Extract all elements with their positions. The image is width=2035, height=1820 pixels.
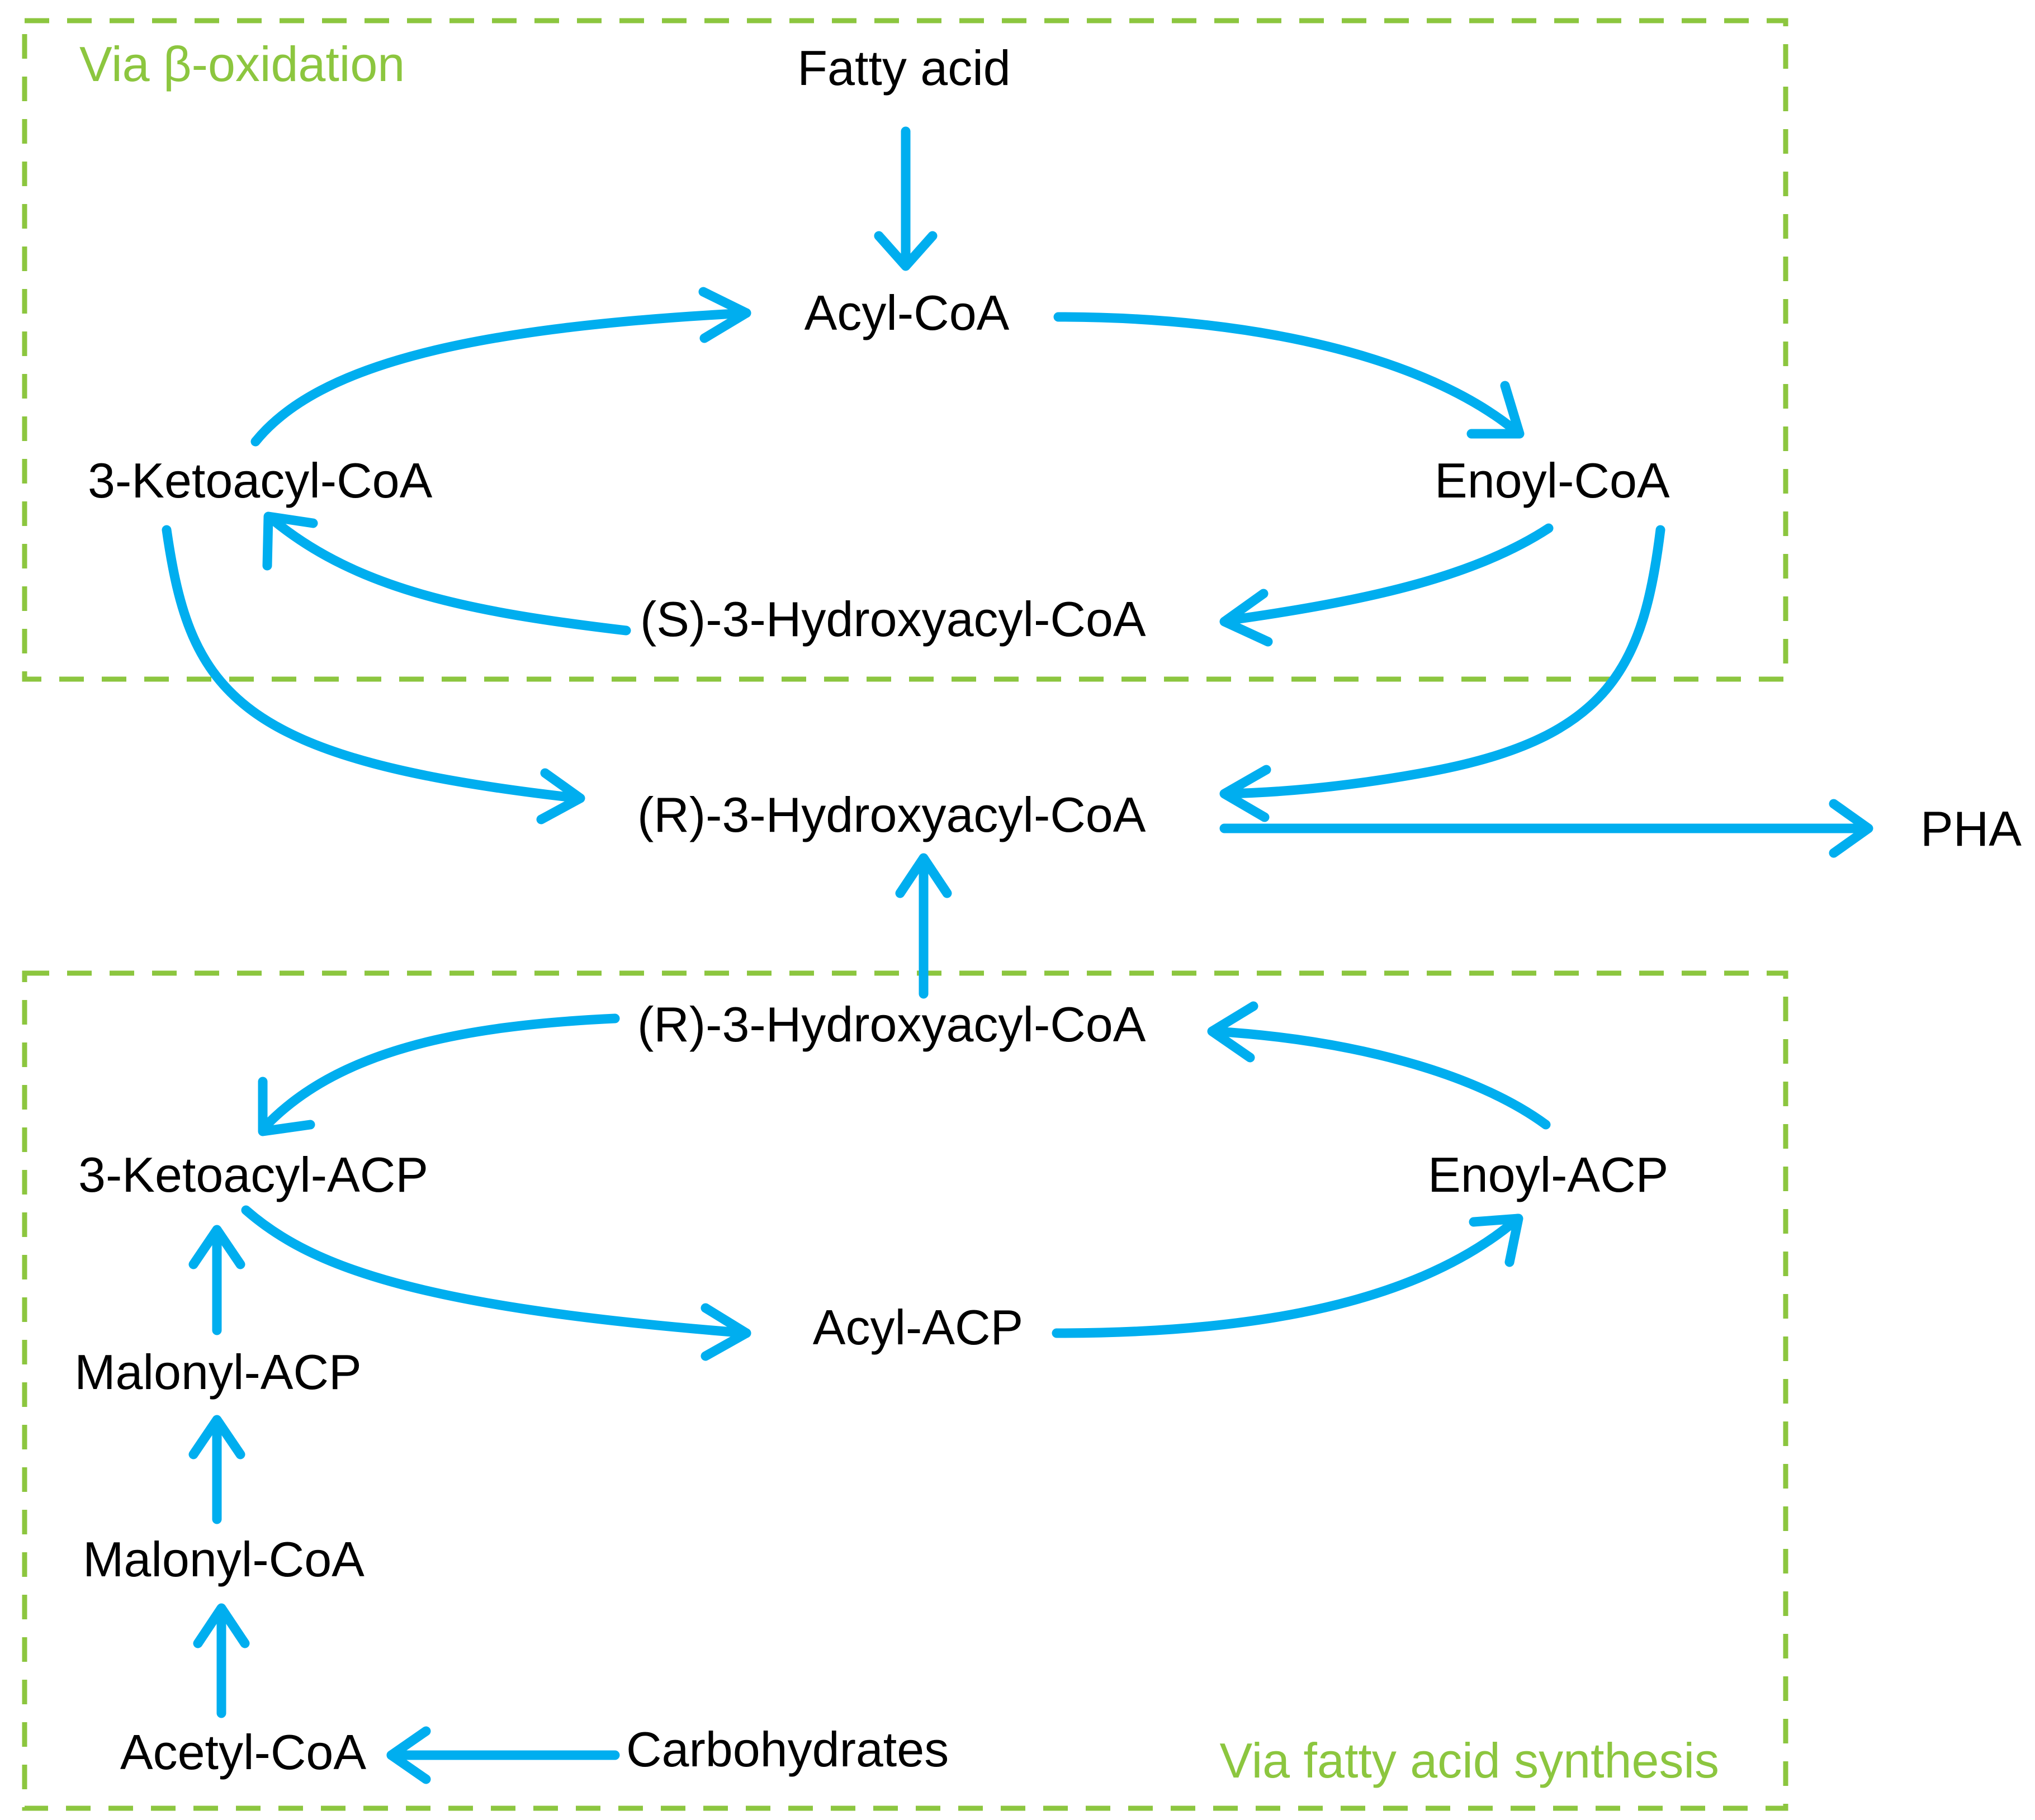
- node-3-ketoacyl-coa: 3-Ketoacyl-CoA: [88, 453, 433, 508]
- arrow-ketoacyl-coa-to-acyl-coa: [250, 287, 751, 447]
- arrow-r-hydroxyacyl-coa-to-ketoacyl-acp: [258, 1013, 620, 1136]
- arrow-carbohydrates-to-acetyl-coa: [386, 1726, 620, 1784]
- node-enoyl-acp: Enoyl-ACP: [1428, 1147, 1668, 1202]
- arrow-fas-r-hydroxyacyl-coa-to-r-hydroxyacyl-coa: [895, 853, 952, 999]
- node-pha: PHA: [1920, 801, 2022, 856]
- arrow-enoyl-coa-to-s-hydroxyacyl-coa: [1219, 523, 1554, 647]
- node-s-3-hydroxyacyl-coa: (S)-3-Hydroxyacyl-CoA: [640, 591, 1146, 647]
- beta-oxidation-border: [22, 18, 1788, 682]
- fatty-acid-synthesis-border: [22, 970, 1788, 1811]
- region-fatty-acid-synthesis: Via fatty acid synthesis: [22, 970, 1788, 1811]
- region-beta-oxidation: Via β-oxidation: [22, 18, 1788, 682]
- arrow-ketoacyl-coa-to-r-hydroxyacyl-coa: [162, 525, 585, 824]
- node-acetyl-coa: Acetyl-CoA: [120, 1724, 366, 1780]
- arrow-malonyl-acp-to-ketoacyl-acp: [188, 1225, 245, 1335]
- arrow-acyl-coa-to-enoyl-coa: [1053, 312, 1525, 439]
- arrow-enoyl-acp-to-r-hydroxyacyl-coa: [1207, 1001, 1551, 1130]
- node-fatty-acid: Fatty acid: [797, 40, 1010, 96]
- pathway-arrows: [162, 126, 1873, 1784]
- node-acyl-coa: Acyl-CoA: [804, 285, 1010, 340]
- fatty-acid-synthesis-title: Via fatty acid synthesis: [1220, 1733, 1720, 1788]
- arrow-acyl-acp-to-enoyl-acp: [1052, 1214, 1523, 1338]
- node-enoyl-coa: Enoyl-CoA: [1435, 453, 1670, 508]
- node-r-3-hydroxyacyl-coa: (R)-3-Hydroxyacyl-CoA: [637, 787, 1146, 842]
- node-malonyl-coa: Malonyl-CoA: [83, 1532, 365, 1587]
- arrow-malonyl-coa-to-malonyl-acp: [188, 1415, 245, 1524]
- arrow-enoyl-coa-to-r-hydroxyacyl-coa: [1219, 525, 1665, 822]
- arrow-ketoacyl-acp-to-acyl-acp: [241, 1205, 751, 1361]
- arrow-fatty-acid-to-acyl-coa: [874, 126, 938, 271]
- arrow-acetyl-coa-to-malonyl-coa: [193, 1603, 250, 1718]
- beta-oxidation-title: Via β-oxidation: [79, 36, 405, 92]
- node-malonyl-acp: Malonyl-ACP: [74, 1344, 361, 1400]
- node-carbohydrates: Carbohydrates: [626, 1722, 949, 1777]
- node-r-3-hydroxyacyl-coa-fas: (R)-3-Hydroxyacyl-CoA: [637, 997, 1146, 1052]
- pathway-nodes: Fatty acid Acyl-CoA 3-Ketoacyl-CoA Enoyl…: [74, 40, 2022, 1780]
- node-3-ketoacyl-acp: 3-Ketoacyl-ACP: [78, 1147, 428, 1202]
- arrow-s-hydroxyacyl-coa-to-ketoacyl-coa: [262, 511, 631, 636]
- node-acyl-acp: Acyl-ACP: [813, 1300, 1024, 1355]
- arrow-r-hydroxyacyl-coa-to-pha: [1219, 799, 1873, 858]
